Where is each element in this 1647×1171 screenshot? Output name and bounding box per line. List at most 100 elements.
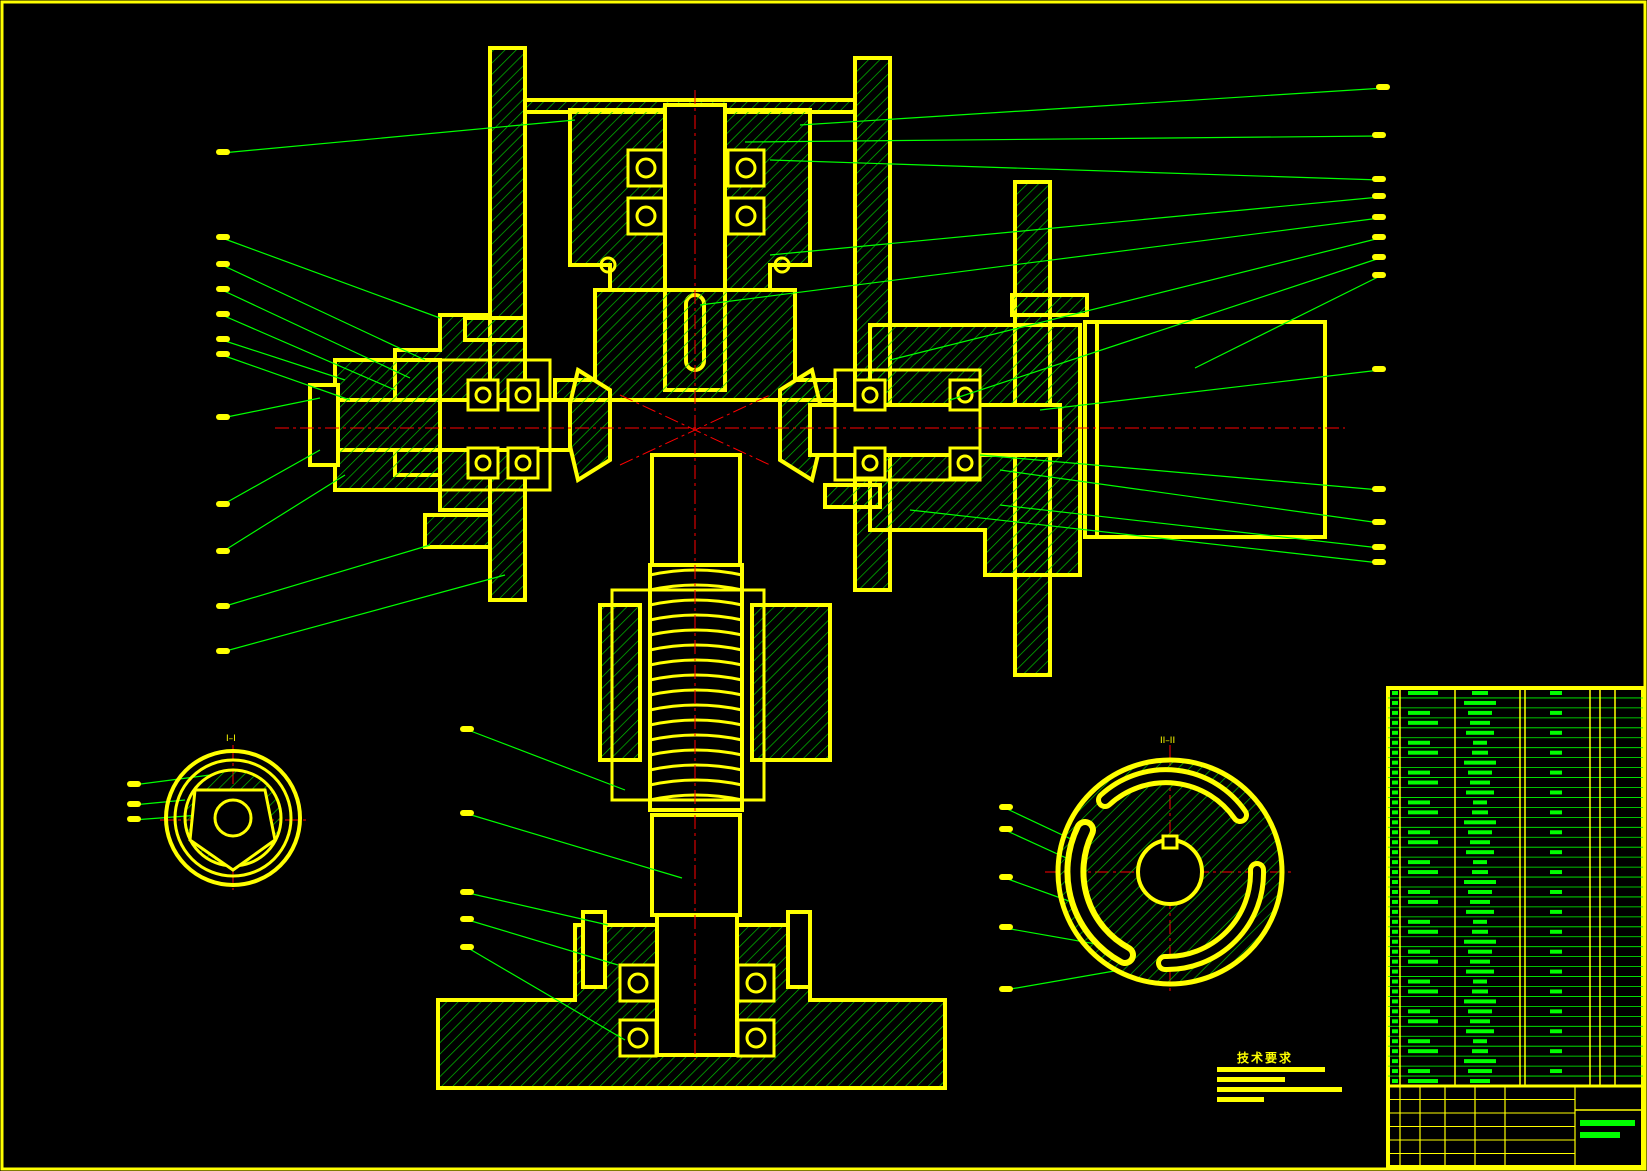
parts-name-cell	[1468, 830, 1492, 835]
parts-index-cell	[1392, 880, 1398, 885]
parts-code-cell	[1408, 949, 1430, 954]
left-housing-body	[438, 358, 552, 492]
parts-qty-cell	[1550, 690, 1562, 695]
parts-name-cell	[1468, 949, 1492, 954]
parts-name-cell	[1472, 1049, 1488, 1054]
parts-index-cell	[1392, 1039, 1398, 1044]
parts-name-cell	[1464, 880, 1496, 885]
parts-index-cell	[1392, 780, 1398, 785]
parts-index-cell	[1392, 720, 1398, 725]
parts-code-cell	[1408, 810, 1438, 815]
parts-code-cell	[1408, 800, 1430, 805]
parts-code-cell	[1408, 979, 1430, 984]
right-housing-body	[833, 368, 982, 482]
parts-qty-cell	[1550, 929, 1562, 934]
parts-qty-cell	[1550, 710, 1562, 715]
parts-name-cell	[1466, 790, 1494, 795]
parts-index-cell	[1392, 1029, 1398, 1034]
left-shaft-end	[308, 383, 340, 467]
parts-name-cell	[1472, 750, 1488, 755]
parts-index-cell	[1392, 1079, 1398, 1084]
parts-name-cell	[1468, 770, 1492, 775]
parts-index-cell	[1392, 810, 1398, 815]
parts-code-cell	[1408, 959, 1438, 964]
parts-index-cell	[1392, 1069, 1398, 1074]
parts-index-cell	[1392, 840, 1398, 845]
parts-qty-cell	[1550, 989, 1562, 994]
parts-name-cell	[1466, 969, 1494, 974]
parts-code-cell	[1408, 989, 1438, 994]
parts-index-cell	[1392, 860, 1398, 865]
left-bolt-top	[463, 316, 527, 342]
parts-name-cell	[1464, 939, 1496, 944]
parts-name-cell	[1468, 1009, 1492, 1014]
parts-name-cell	[1468, 889, 1492, 894]
parts-name-cell	[1473, 919, 1487, 924]
right-bolt-top	[1010, 293, 1089, 317]
parts-name-cell	[1473, 860, 1487, 865]
parts-name-cell	[1464, 820, 1496, 825]
parts-qty-cell	[1550, 909, 1562, 914]
parts-index-cell	[1392, 1049, 1398, 1054]
parts-code-cell	[1408, 1069, 1430, 1074]
parts-index-cell	[1392, 929, 1398, 934]
parts-index-cell	[1392, 870, 1398, 875]
part-leader-lines	[132, 87, 1386, 1041]
parts-index-cell	[1392, 690, 1398, 695]
parts-code-cell	[1408, 870, 1438, 875]
parts-name-cell	[1468, 710, 1492, 715]
screw-threads	[649, 568, 743, 802]
parts-name-cell	[1470, 899, 1490, 904]
parts-name-cell	[1468, 1069, 1492, 1074]
lower-bearings	[618, 963, 776, 1058]
parts-code-cell	[1408, 770, 1430, 775]
parts-qty-cell	[1550, 949, 1562, 954]
title-block-frame	[1386, 686, 1645, 1169]
parts-index-cell	[1392, 999, 1398, 1004]
parts-index-cell	[1392, 959, 1398, 964]
parts-name-cell	[1470, 840, 1490, 845]
parts-index-cell	[1392, 979, 1398, 984]
parts-index-cell	[1392, 710, 1398, 715]
screw-nut-housing	[598, 603, 642, 762]
section-view-small	[164, 749, 302, 887]
parts-index-cell	[1392, 1009, 1398, 1014]
parts-index-cell	[1392, 820, 1398, 825]
parts-name-cell	[1470, 1019, 1490, 1024]
parts-index-cell	[1392, 909, 1398, 914]
parts-qty-cell	[1550, 870, 1562, 875]
lower-bolt-left	[581, 910, 607, 989]
lower-bolt-right	[786, 910, 812, 989]
parts-code-cell	[1408, 1079, 1438, 1084]
parts-code-cell	[1408, 860, 1430, 865]
parts-name-cell	[1472, 810, 1488, 815]
parts-name-cell	[1473, 1039, 1487, 1044]
lower-shaft-end	[655, 913, 739, 1057]
technical-notes-heading: 技术要求	[1237, 1050, 1293, 1065]
parts-index-cell	[1392, 830, 1398, 835]
parts-qty-cell	[1550, 830, 1562, 835]
ball-screw	[648, 563, 744, 812]
left-bolt-bottom	[423, 513, 492, 549]
parts-index-cell	[1392, 939, 1398, 944]
parts-qty-cell	[1550, 1049, 1562, 1054]
parts-index-cell	[1392, 760, 1398, 765]
parts-qty-cell	[1550, 1009, 1562, 1014]
screw-nut-outline	[610, 588, 766, 802]
parts-index-cell	[1392, 899, 1398, 904]
parts-name-cell	[1472, 870, 1488, 875]
parts-index-cell	[1392, 740, 1398, 745]
parts-code-cell	[1408, 1039, 1430, 1044]
parts-name-cell	[1470, 720, 1490, 725]
section-view-large	[1055, 757, 1285, 987]
lower-shaft	[650, 453, 742, 567]
parts-index-cell	[1392, 969, 1398, 974]
parts-name-cell	[1464, 760, 1496, 765]
parts-code-cell	[1408, 710, 1430, 715]
parts-name-cell	[1473, 740, 1487, 745]
lower-guide-shaft	[650, 813, 742, 917]
parts-qty-cell	[1550, 889, 1562, 894]
upper-bearings	[599, 148, 791, 274]
parts-name-cell	[1472, 989, 1488, 994]
parts-index-cell	[1392, 1019, 1398, 1024]
